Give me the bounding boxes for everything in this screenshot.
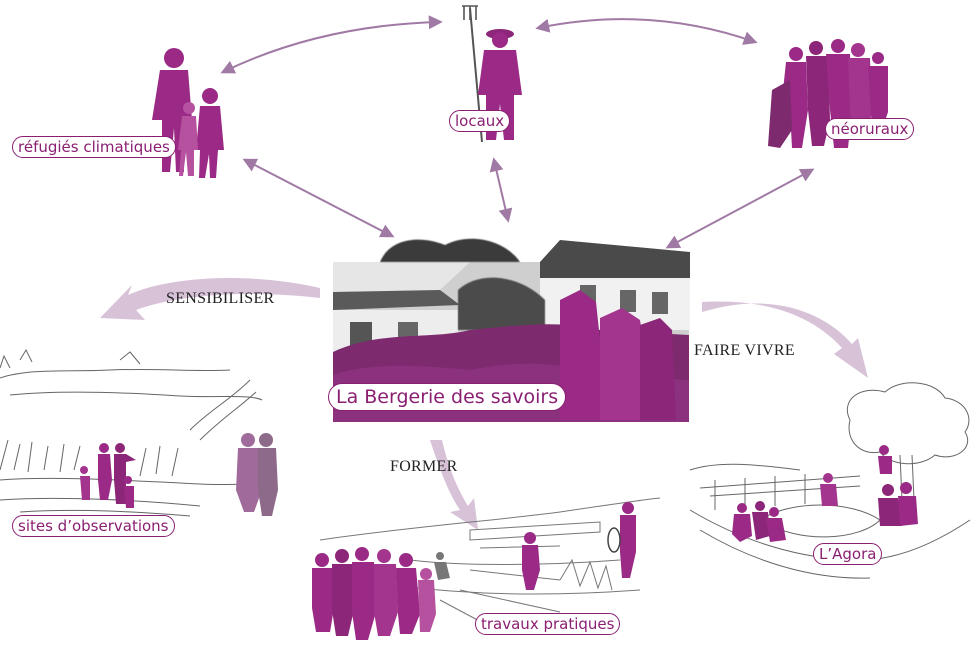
label-agora: L’Agora <box>813 543 883 565</box>
actor-arrows <box>220 15 815 249</box>
label-locaux: locaux <box>449 110 511 132</box>
arrow-former <box>430 440 478 530</box>
arrow-locaux-neoruraux <box>535 18 758 45</box>
travaux-sketch <box>319 497 661 633</box>
refugies-figures <box>152 48 224 178</box>
action-arrows <box>100 278 868 530</box>
arrow-sensibiliser <box>100 278 320 320</box>
bergerie-photo <box>333 238 690 422</box>
label-faire-vivre: FAIRE VIVRE <box>694 342 795 359</box>
arrow-refugies-bergerie <box>242 158 395 238</box>
label-former: FORMER <box>390 458 458 475</box>
label-observations: sites d’observations <box>12 515 175 537</box>
agora-people <box>732 445 918 542</box>
label-travaux: travaux pratiques <box>475 613 621 635</box>
arrow-faire-vivre <box>702 301 868 378</box>
label-bergerie: La Bergerie des savoirs <box>328 383 567 411</box>
arrow-locaux-refugies <box>220 15 443 74</box>
label-sensibiliser: SENSIBILISER <box>166 290 275 307</box>
travaux-people <box>312 502 636 640</box>
label-refugies: réfugiés climatiques <box>12 136 176 158</box>
label-neoruraux: néoruraux <box>825 118 915 140</box>
observation-people <box>80 433 278 516</box>
arrow-locaux-bergerie <box>489 157 513 223</box>
observation-sketch <box>0 348 263 517</box>
arrow-neoruraux-bergerie <box>665 168 815 249</box>
